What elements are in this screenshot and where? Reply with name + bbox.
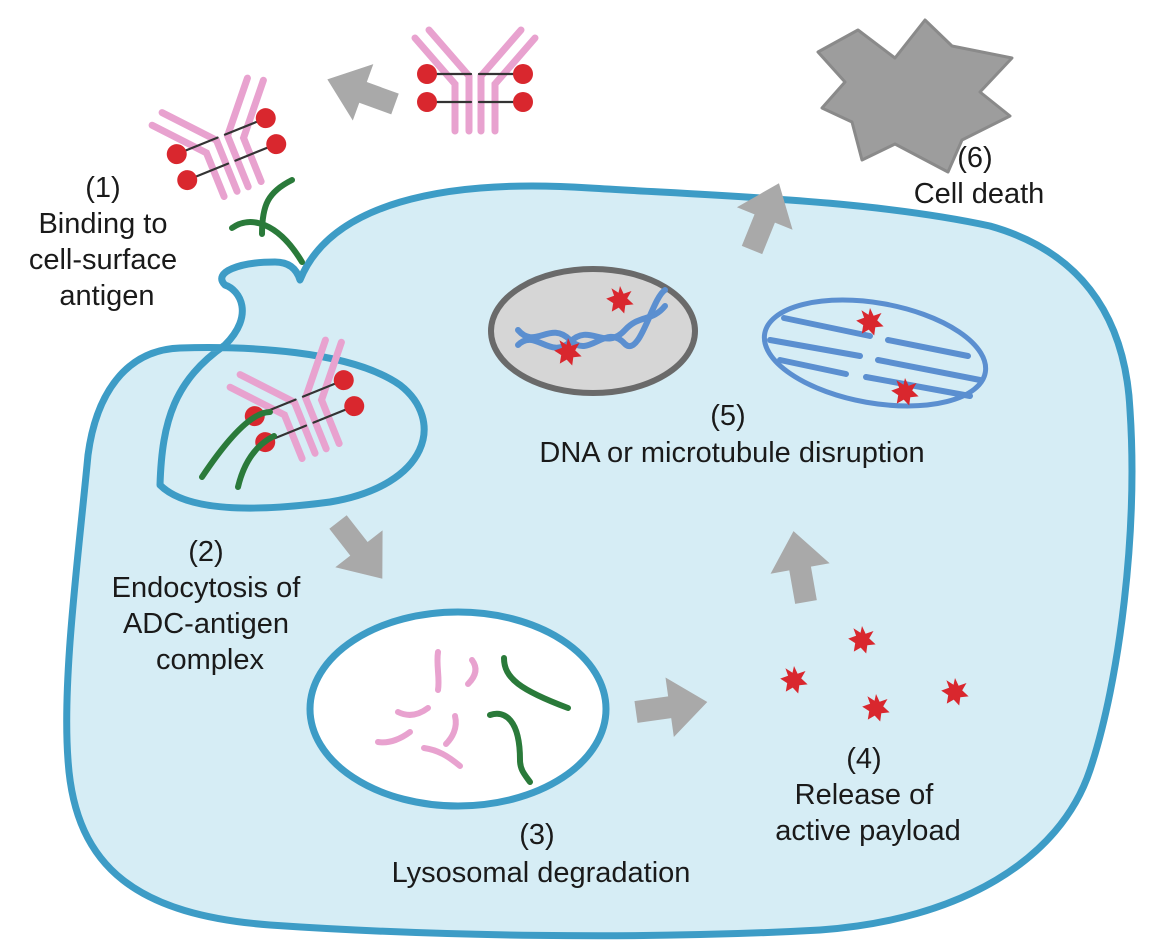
step-4-line-1: Release of: [795, 779, 935, 811]
step-5-number: (5): [710, 400, 745, 432]
step-4-number: (4): [846, 743, 881, 775]
antigen-bound-icon: [229, 177, 305, 265]
antibody-fragments-icon: [375, 649, 479, 769]
step-1-line-3: antigen: [59, 280, 154, 312]
step-6-line-1: Cell death: [914, 178, 1045, 210]
dead-cell-icon: [816, 18, 1014, 174]
step-4-label: (4) Release of active payload: [775, 743, 960, 847]
step-1-number: (1): [85, 172, 120, 204]
antigen-fragments-icon: [487, 655, 571, 785]
step-6-label: (6) Cell death: [914, 142, 1045, 210]
step-2-line-3: complex: [156, 644, 264, 676]
step-3-number: (3): [519, 819, 554, 851]
step-5-label: (5) DNA or microtubule disruption: [539, 400, 924, 469]
step-6-number: (6): [957, 142, 992, 174]
step-2-line-1: Endocytosis of: [112, 572, 302, 604]
arrow-approach-icon: [317, 51, 406, 133]
antigen-endosome-icon: [199, 409, 277, 490]
step-2-label: (2) Endocytosis of ADC-antigen complex: [112, 536, 309, 676]
step-2-line-2: ADC-antigen: [123, 608, 289, 640]
microtubule-icon: [761, 297, 989, 409]
step-1-label: (1) Binding to cell-surface antigen: [29, 172, 185, 312]
step-4-line-2: active payload: [775, 815, 960, 847]
step-5-line-1: DNA or microtubule disruption: [539, 437, 924, 469]
dna-helix-icon: [515, 287, 668, 351]
step-2-number: (2): [188, 536, 223, 568]
lysosome-icon: [306, 608, 610, 810]
nucleus-icon: [488, 266, 698, 396]
step-1-line-1: Binding to: [38, 208, 167, 240]
step-3-line-1: Lysosomal degradation: [392, 857, 691, 889]
step-1-line-2: cell-surface: [29, 244, 177, 276]
step-3-label: (3) Lysosomal degradation: [392, 819, 691, 889]
adc-free-icon: [415, 30, 535, 131]
